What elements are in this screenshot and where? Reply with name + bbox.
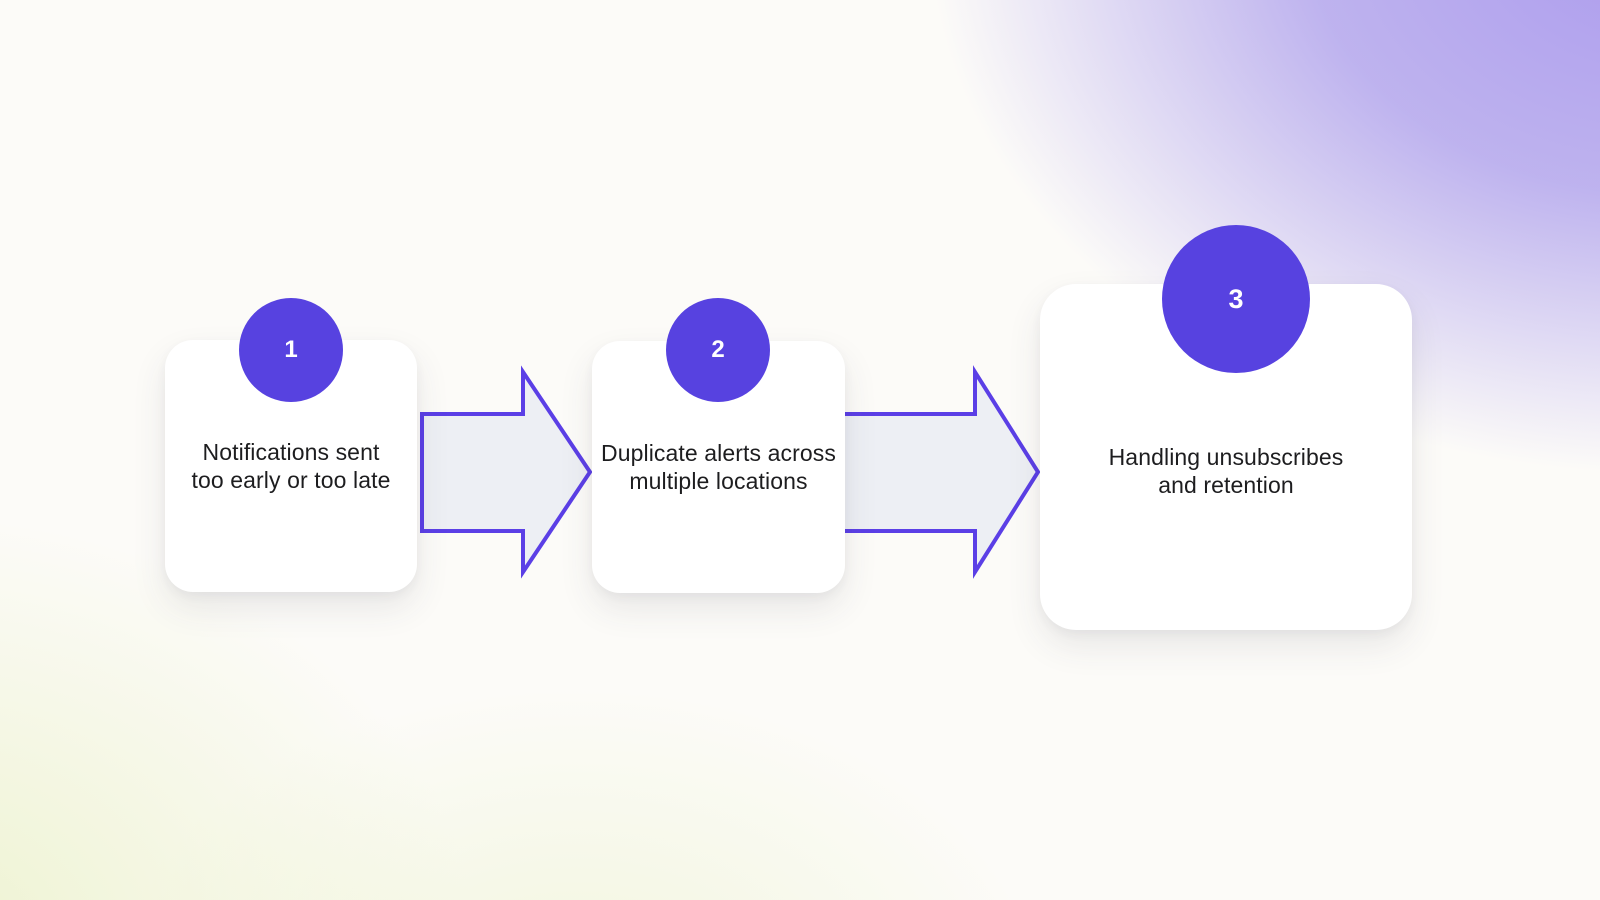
step-3-label: Handling unsubscribes and retention: [1109, 415, 1344, 499]
step-1-label: Notifications sent too early or too late: [192, 438, 391, 494]
step-2-label-line-2: multiple locations: [629, 468, 808, 494]
step-3-label-line-1: Handling unsubscribes: [1108, 444, 1344, 470]
step-1-number-badge: 1: [239, 298, 343, 402]
step-3-number-badge: 3: [1162, 225, 1310, 373]
block-arrow-2-to-3-icon: [836, 365, 1041, 579]
step-2-label: Duplicate alerts across multiple locatio…: [601, 439, 836, 495]
step-1-label-line-1: Notifications sent: [202, 439, 380, 465]
step-3-label-line-2: and retention: [1158, 472, 1294, 498]
step-1-label-line-2: too early or too late: [191, 467, 391, 493]
step-2-label-line-1: Duplicate alerts across: [601, 440, 836, 466]
step-1-number: 1: [284, 336, 298, 363]
step-card-3: Handling unsubscribes and retention: [1040, 284, 1412, 630]
step-3-number: 3: [1228, 283, 1244, 314]
step-2-number: 2: [711, 336, 725, 363]
step-2-number-badge: 2: [666, 298, 770, 402]
block-arrow-1-to-2-icon: [420, 365, 593, 579]
